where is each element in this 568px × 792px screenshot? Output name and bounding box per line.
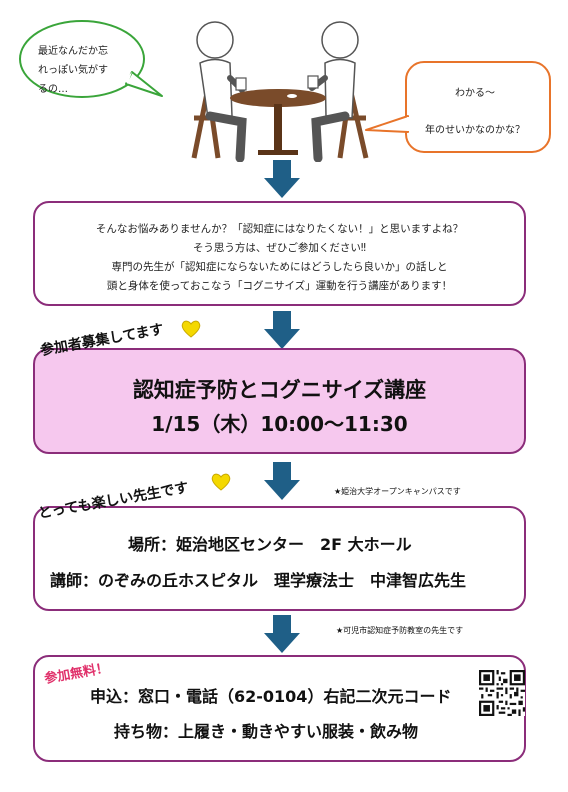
qr-code-icon[interactable] — [479, 670, 525, 716]
event-datetime: 1/15（木）10:00～11:30 — [151, 412, 408, 436]
apply-bring: 持ち物：上履き・動きやすい服装・飲み物 — [114, 722, 419, 741]
speech-bubble-right — [365, 61, 551, 153]
speech-line: るの… — [38, 84, 68, 95]
intro-line: そんなお悩みありませんか？「認知症にはなりたくない！」と思いますよね？ — [95, 223, 464, 235]
venue-place: 場所：姫治地区センター 2F 大ホール — [128, 535, 412, 554]
intro-line: 専門の先生が「認知症にならないためにはどうしたら良いか」の話しと — [111, 261, 448, 273]
apply-box — [33, 655, 526, 762]
intro-line: 頭と身体を使っておこなう「コグニサイズ」運動を行う講座があります！ — [106, 280, 453, 292]
two-people-at-table-illustration — [191, 21, 369, 162]
venue-lecturer: 講師：のぞみの丘ホスピタル 理学療法士 中津智広先生 — [50, 571, 467, 590]
venue-note-bottom: ★可児市認知症予防教室の先生です — [336, 626, 464, 635]
arrow-down-icon — [264, 311, 300, 349]
arrow-down-icon — [264, 462, 300, 500]
event-box — [33, 348, 526, 454]
venue-note-top: ★姫治大学オープンキャンパスです — [334, 487, 461, 496]
heart-icon — [211, 473, 231, 491]
speech-bubble-right-line2: 年のせいかなのかな？ — [425, 125, 525, 136]
arrow-down-icon — [264, 160, 300, 198]
arrow-down-icon — [264, 615, 300, 653]
heart-icon — [181, 320, 201, 338]
speech-bubble-right-line1: わかる～ — [455, 88, 495, 99]
event-title: 認知症予防とコグニサイズ講座 — [132, 378, 427, 402]
speech-line: れっぽい気がす — [38, 65, 108, 76]
intro-line: そう思う方は、ぜひご参加ください‼ — [192, 242, 367, 254]
intro-box — [33, 201, 526, 306]
speech-bubble-left — [19, 20, 163, 98]
speech-bubble-left-text: 最近なんだか忘 れっぽい気がす るの… — [38, 42, 128, 99]
speech-line: 最近なんだか忘 — [38, 46, 108, 57]
apply-method: 申込：窓口・電話（62-0104）右記二次元コード — [90, 687, 452, 706]
venue-box — [33, 506, 526, 611]
